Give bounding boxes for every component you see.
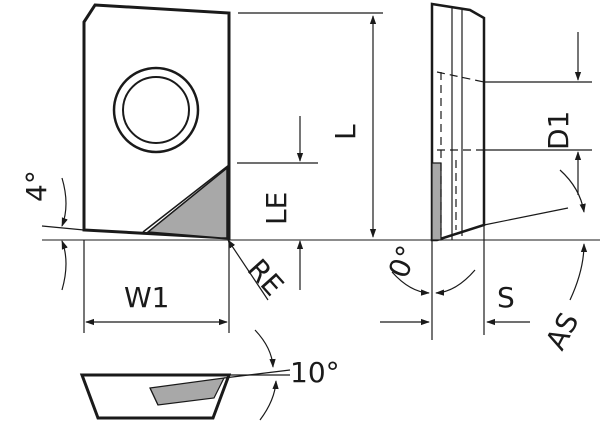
s-dimension xyxy=(380,225,530,335)
front-view xyxy=(82,3,231,240)
hidden-hole-lines xyxy=(436,71,485,235)
bottom-view xyxy=(79,373,232,420)
d1-label: D1 xyxy=(542,111,575,150)
angle-0-dimension xyxy=(391,240,476,340)
chamfer-line xyxy=(142,164,230,233)
as-label: AS xyxy=(539,307,585,355)
w1-label: W1 xyxy=(124,281,170,314)
s-label: S xyxy=(497,281,515,314)
angle-10-dimension xyxy=(223,329,291,421)
re-dimension xyxy=(227,239,269,301)
cutting-edge-chamfer xyxy=(146,166,228,239)
insert-outline xyxy=(82,3,231,240)
d1-dimension xyxy=(484,32,592,195)
re-label: RE xyxy=(241,253,290,303)
mounting-hole-outer xyxy=(112,66,200,154)
side-view xyxy=(430,2,486,242)
le-dimension xyxy=(237,116,318,290)
w1-dimension xyxy=(83,240,230,333)
l-dimension xyxy=(238,12,383,238)
angle-4-dimension xyxy=(41,177,600,291)
side-edge-fill xyxy=(431,162,442,241)
angle-10-label: 10° xyxy=(290,356,340,389)
mounting-hole-inner xyxy=(122,76,190,144)
as-dimension xyxy=(483,169,588,301)
l-label: L xyxy=(329,124,362,140)
angle-0-label: 0° xyxy=(382,241,425,283)
le-label: LE xyxy=(260,192,293,225)
angle-4-label: 4° xyxy=(20,170,53,202)
